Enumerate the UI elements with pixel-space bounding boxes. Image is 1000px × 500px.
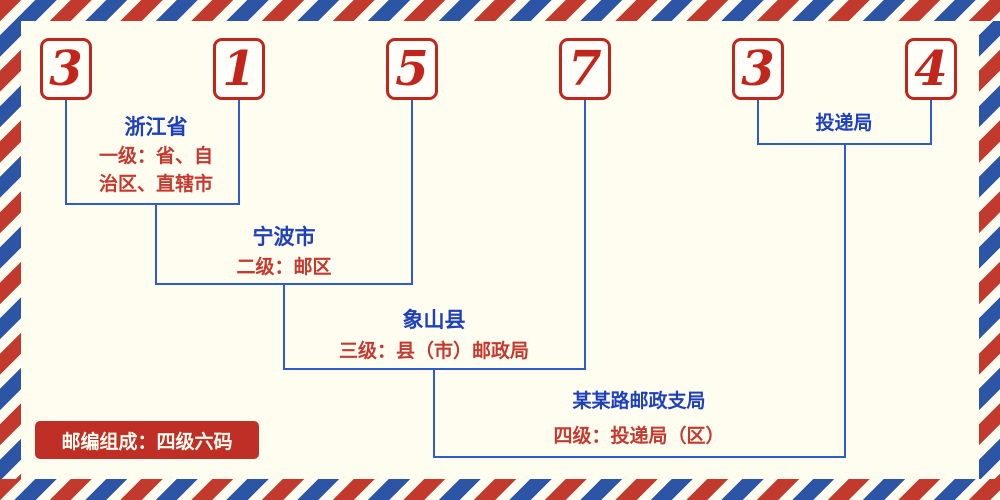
level1-connector-bottom [65,203,240,205]
postal-digit-5: 3 [741,41,775,97]
level4b-connector-left [433,370,435,458]
digit-box-6: 4 [905,38,957,100]
level2-connector-right [411,100,413,285]
level1-connector-right [238,100,240,205]
postal-digit-1: 3 [49,41,83,97]
digit-box-4: 7 [559,38,611,100]
digit-box-3: 5 [386,38,438,100]
digit-box-1: 3 [40,38,92,100]
level4-connector-left [757,100,759,145]
airmail-border-bottom [0,479,1000,500]
city-name: 宁波市 [252,225,316,249]
county-name: 象山县 [402,308,466,332]
branch-office-name: 某某路邮政支局 [572,390,706,412]
airmail-border-left [0,0,21,500]
digit-box-2: 1 [213,38,265,100]
level2-connector-bottom [155,283,413,285]
level4-connector-bottom [757,143,932,145]
delivery-bureau-name: 投递局 [815,112,873,134]
branch-level-desc: 四级：投递局（区） [553,425,725,447]
airmail-border-top [0,0,1000,21]
level2-connector-left [155,205,157,285]
digit-box-5: 3 [732,38,784,100]
postal-digit-3: 5 [395,41,429,97]
level3-connector-bottom [283,368,586,370]
postal-digit-2: 1 [222,41,256,97]
postal-digit-6: 4 [914,41,948,97]
province-name: 浙江省 [124,115,188,139]
city-level-desc: 二级：邮区 [236,256,332,278]
postal-digit-4: 7 [568,41,602,97]
province-level-desc: 一级：省、自治区、直辖市 [98,145,213,195]
composition-badge: 邮编组成：四级六码 [35,421,259,459]
county-level-desc: 三级：县（市）邮政局 [338,340,529,362]
level4b-connector-bottom [433,456,846,458]
level3-connector-right [584,100,586,370]
level4-connector-right [930,100,932,145]
composition-badge-label: 邮编组成：四级六码 [61,430,233,453]
airmail-border-right [979,0,1000,500]
level4b-connector-right [844,145,846,458]
level1-connector-left [65,100,67,205]
level3-connector-left [283,285,285,370]
